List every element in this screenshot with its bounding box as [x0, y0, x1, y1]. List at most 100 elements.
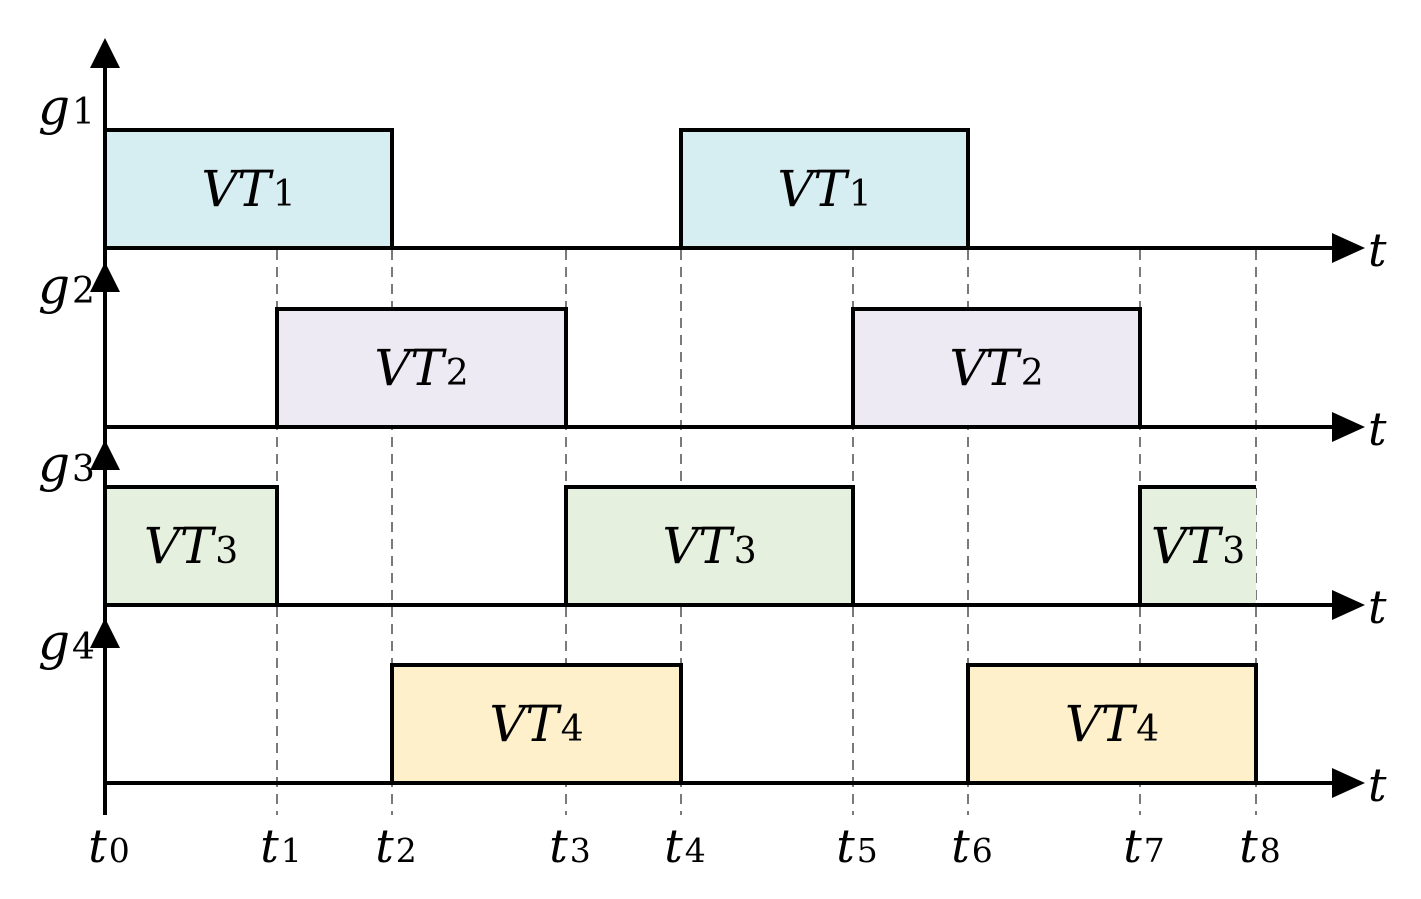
- vertical-arrowhead: [90, 618, 120, 648]
- pulse-label-vt3-var: VT: [662, 517, 735, 575]
- tick-label-t2: t2: [375, 819, 417, 873]
- pulse-label-vt1-sub: 1: [849, 174, 872, 215]
- pulse-outline: [679, 128, 970, 248]
- tick-label-t3-sub: 3: [570, 831, 591, 870]
- pulse-outline: [275, 307, 568, 427]
- pulse-label-vt4-var: VT: [1065, 695, 1138, 753]
- pulse-label-vt1: VT1: [201, 160, 295, 218]
- tick-label-t3-var: t: [549, 819, 568, 873]
- signal-label-g4-var: g: [38, 613, 70, 671]
- tick-label-t5-sub: 5: [857, 831, 878, 870]
- signal-label-g2-var: g: [38, 257, 70, 315]
- signal-label-g3-var: g: [38, 435, 70, 493]
- pulse-fill: [392, 665, 681, 783]
- tick-label-t3: t3: [549, 819, 591, 873]
- pulse-label-vt2-var: VT: [374, 339, 447, 397]
- signal-label-g1-sub: 1: [72, 92, 95, 133]
- axis-arrowhead: [1332, 233, 1365, 263]
- tick-label-t6-sub: 6: [972, 831, 993, 870]
- axis-arrowhead: [1332, 590, 1365, 620]
- tick-label-t2-sub: 2: [396, 831, 417, 870]
- axis-label-t: t: [1368, 223, 1387, 277]
- tick-label-t7-var: t: [1123, 819, 1142, 873]
- pulse-label-vt3: VT3: [144, 517, 238, 575]
- tick-label-t0: t0: [88, 819, 130, 873]
- signal-label-g2-sub: 2: [72, 271, 95, 312]
- pulse-label-vt3-sub: 3: [734, 531, 757, 572]
- tick-label-t2-var: t: [375, 819, 394, 873]
- tick-label-t8-var: t: [1239, 819, 1258, 873]
- pulse-label-vt4: VT4: [1065, 695, 1159, 753]
- pulse-label-vt3-sub: 3: [215, 531, 238, 572]
- pulse-label-vt3-var: VT: [144, 517, 217, 575]
- pulse-label-vt1-var: VT: [201, 160, 274, 218]
- tick-label-t6: t6: [951, 819, 993, 873]
- axis-label-t: t: [1368, 402, 1387, 456]
- tick-label-t8-sub: 8: [1260, 831, 1281, 870]
- pulse-fill: [853, 309, 1140, 427]
- axis-arrowhead: [1332, 768, 1365, 798]
- tick-label-t6-var: t: [951, 819, 970, 873]
- pulse-label-vt4-sub: 4: [1136, 709, 1159, 750]
- signal-label-g4-sub: 4: [72, 627, 95, 668]
- tick-label-t0-var: t: [88, 819, 107, 873]
- pulse-fill: [105, 487, 277, 605]
- pulse-label-vt3: VT3: [662, 517, 756, 575]
- pulse-fill: [566, 487, 853, 605]
- tick-label-t8: t8: [1239, 819, 1281, 873]
- pulse-outline: [851, 307, 1142, 427]
- signal-label-g3: g3: [38, 435, 95, 493]
- tick-label-t5: t5: [836, 819, 878, 873]
- pulse-label-vt1-sub: 1: [273, 174, 296, 215]
- pulse-fill: [105, 130, 392, 248]
- pulse-label-vt2-var: VT: [949, 339, 1022, 397]
- tick-label-t4: t4: [664, 819, 706, 873]
- signal-label-g1: g1: [38, 78, 95, 136]
- tick-label-t1-sub: 1: [281, 831, 302, 870]
- pulse-label-vt3-sub: 3: [1222, 531, 1245, 572]
- pulse-fill: [277, 309, 566, 427]
- vertical-arrowhead: [90, 38, 120, 68]
- pulse-outline: [564, 485, 855, 605]
- pulse-label-vt4-sub: 4: [561, 709, 584, 750]
- tick-label-t7-sub: 7: [1144, 831, 1165, 870]
- axis-label-t: t: [1368, 758, 1387, 812]
- tick-label-t1: t1: [260, 819, 302, 873]
- pulse-fill: [1140, 487, 1256, 605]
- pulse-label-vt2: VT2: [949, 339, 1043, 397]
- axis-label-t: t: [1368, 580, 1387, 634]
- tick-label-t5-var: t: [836, 819, 855, 873]
- pulse-label-vt2: VT2: [374, 339, 468, 397]
- tick-label-t1-var: t: [260, 819, 279, 873]
- pulse-fill: [968, 665, 1256, 783]
- pulse-label-vt2-sub: 2: [446, 353, 469, 394]
- pulse-outline: [966, 663, 1258, 783]
- pulse-label-vt3-var: VT: [1151, 517, 1224, 575]
- tick-label-t4-var: t: [664, 819, 683, 873]
- pulse-label-vt3: VT3: [1151, 517, 1245, 575]
- signal-label-g3-sub: 3: [72, 449, 95, 490]
- axis-arrowhead: [1332, 412, 1365, 442]
- pulse-label-vt4: VT4: [489, 695, 583, 753]
- tick-label-t7: t7: [1123, 819, 1165, 873]
- pulse-outline: [1138, 485, 1256, 605]
- pulse-label-vt1-var: VT: [777, 160, 850, 218]
- pulse-label-vt4-var: VT: [489, 695, 562, 753]
- tick-label-t0-sub: 0: [109, 831, 130, 870]
- pulse-fill: [681, 130, 968, 248]
- signal-label-g4: g4: [38, 613, 95, 671]
- pulse-label-vt1: VT1: [777, 160, 871, 218]
- vertical-arrowhead: [90, 440, 120, 470]
- signal-label-g2: g2: [38, 257, 95, 315]
- vertical-arrowhead: [90, 262, 120, 292]
- pulse-label-vt2-sub: 2: [1021, 353, 1044, 394]
- pulse-outline: [390, 663, 683, 783]
- signal-label-g1-var: g: [38, 78, 70, 136]
